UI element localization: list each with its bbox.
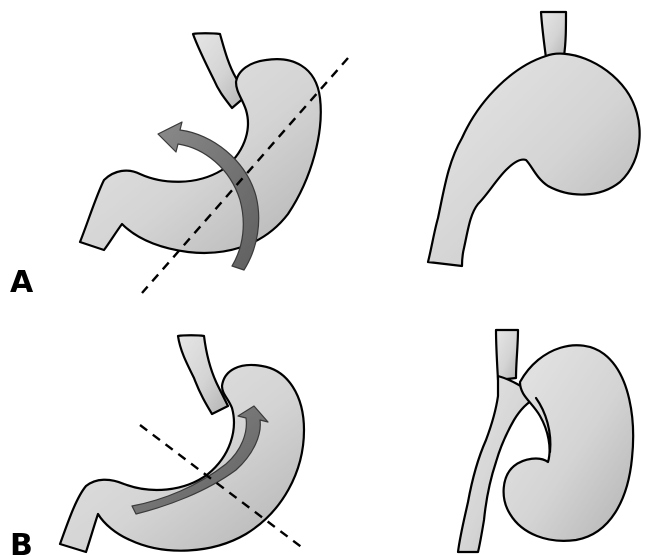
panel-a-stomach-after [428,12,640,266]
panel-b-after-body [504,345,634,541]
panel-b-stomach-before [60,335,304,552]
panel-a-after-body [428,54,640,266]
panel-a: A [10,12,640,300]
panel-b: B [10,330,633,557]
panel-b-stomach-body [60,365,304,552]
panel-a-stomach-body [80,59,321,253]
panel-a-stomach-before [80,33,348,293]
panel-b-after-esophagus [496,330,518,380]
panel-b-stomach-after [458,330,633,552]
panel-b-esophagus [178,335,228,414]
panel-a-label: A [10,265,34,300]
panel-a-esophagus [193,33,246,108]
panel-a-after-esophagus [541,12,566,58]
panel-b-label: B [10,528,33,557]
